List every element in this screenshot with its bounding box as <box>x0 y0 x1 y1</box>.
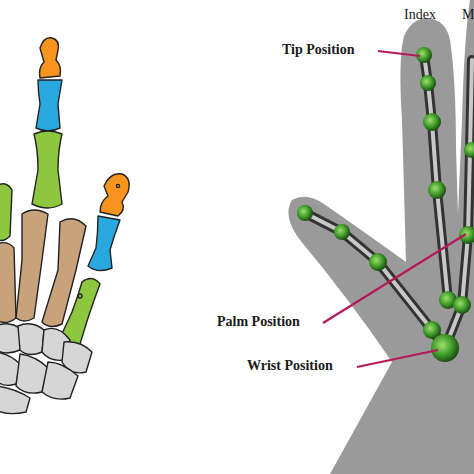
hand-skeleton <box>0 38 129 414</box>
middle-phalanx <box>36 80 62 131</box>
bone-rod <box>305 213 445 348</box>
joint-sphere <box>334 224 350 240</box>
metacarpal <box>16 210 48 321</box>
finger-label: M <box>462 7 474 23</box>
finger-label: Index <box>404 7 436 23</box>
leader-line <box>357 350 438 367</box>
bone-mark <box>78 294 82 298</box>
leader-lines <box>323 51 466 367</box>
joint-sphere <box>369 253 387 271</box>
carpal <box>18 324 44 355</box>
carpal <box>42 362 78 399</box>
bone-rod <box>424 55 448 300</box>
middle-phalanx <box>88 216 120 271</box>
bone-rod <box>424 55 448 300</box>
hand-silhouette <box>288 0 474 474</box>
bone-rod <box>305 213 445 348</box>
leader-line <box>323 234 466 323</box>
bone-mark <box>116 184 119 187</box>
wrist-sphere <box>431 334 459 362</box>
hand-bones <box>305 55 472 348</box>
joint-sphere <box>459 226 474 244</box>
leader-line <box>378 51 420 56</box>
joint-sphere <box>420 75 436 91</box>
carpal <box>0 386 30 414</box>
proximal-phalanx <box>32 131 62 208</box>
joint-sphere <box>453 296 471 314</box>
callout-label: Palm Position <box>217 314 300 330</box>
metacarpal <box>0 243 16 323</box>
joint-sphere <box>297 205 313 221</box>
joint-sphere <box>423 113 441 131</box>
joint-markers <box>297 47 474 362</box>
callout-label: Tip Position <box>282 42 355 58</box>
distal-phalanx <box>100 174 129 216</box>
callout-label: Wrist Position <box>247 358 333 374</box>
distal-phalanx <box>40 38 61 78</box>
carpal-bones <box>0 324 92 414</box>
proximal-phalanx <box>0 184 12 241</box>
joint-sphere <box>428 181 446 199</box>
joint-sphere <box>464 142 474 158</box>
